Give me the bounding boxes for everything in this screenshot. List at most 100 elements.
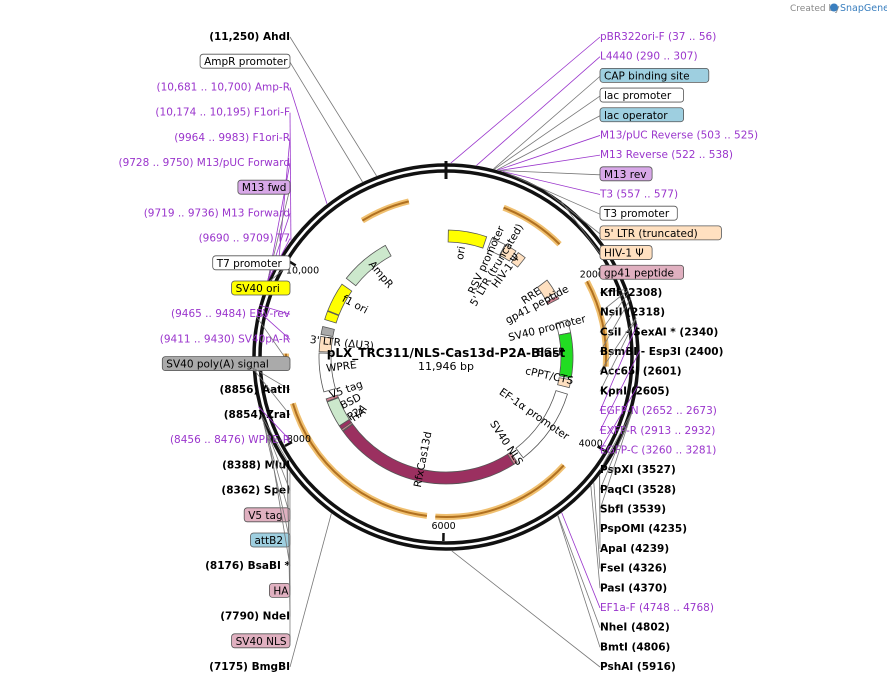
label-box [599,67,710,83]
label-f1ori-r-4: (9964 .. 9983) F1ori-R [174,132,290,144]
label-text: AmpR promoter [204,56,288,68]
tick-label-4000: 4000 [579,438,603,449]
leader-5-ltr-truncated-10 [543,188,601,235]
label-cap-binding-site-2: CAP binding site [599,67,710,83]
label-sbfi-24: SbfI (3539) [600,504,666,516]
label-pbr322ori-f-0: pBR322ori-F (37 .. 56) [600,31,716,43]
leader-exfp-r-20 [599,350,641,431]
label-text: (10,174 .. 10,195) F1ori-F [155,107,290,119]
tick-label-10000: 10,000 [286,266,319,277]
label-text: (8388) MluI [222,459,290,471]
leader-pspxi-22 [599,411,633,471]
label-spei-18: (8362) SpeI [221,485,290,497]
label-text: (8856) AatII [219,384,290,396]
leader-hiv-1-11 [560,200,601,254]
label-sv40-nls-24: SV40 NLS [231,633,291,649]
label-box [212,255,291,271]
leader-egfp-c-21 [599,385,639,451]
label-text: (9719 .. 9736) M13 Forward [144,207,290,219]
leader-nhei-30 [557,515,601,628]
label-box [199,53,291,69]
label-sv40pa-r-12: (9411 .. 9430) SV40pA-R [160,333,290,345]
leader-t3-8 [502,171,601,195]
label-box [231,280,291,296]
label-t3-promoter-9: T3 promoter [599,205,678,221]
feature-sv40-poly-a-signal [320,326,335,337]
label-m13-reverse-6: M13 Reverse (522 .. 538) [600,149,733,161]
label-box [599,87,684,103]
label-egfp-c-21: EGFP-C (3260 .. 3281) [600,444,716,456]
label-paqci-23: PaqCI (3528) [600,484,676,496]
feature-rre [536,279,557,300]
label-text: PspXI (3527) [600,464,676,476]
leader-amp-r-2 [289,87,328,204]
label-m13-puc-reverse-5: M13/pUC Reverse (503 .. 525) [600,129,758,141]
label-text: lac promoter [604,90,672,102]
label-text: (9411 .. 9430) SV40pA-R [160,333,290,345]
label-sv40-ori-10: SV40 ori [231,280,291,296]
orf-line-5 [361,200,410,222]
orf-line-3 [291,403,428,517]
label-zrai-15: (8854) ZraI [224,409,290,421]
label-csii-sexai-15: CsiI - SexAI * (2340) [600,326,718,338]
label-text: KflI (2308) [600,287,662,299]
leader-pbr322ori-f-0 [450,36,601,164]
label-text: EGFP-C (3260 .. 3281) [600,444,716,456]
label-text: CAP binding site [604,70,690,82]
leader-paqci-23 [599,411,633,490]
label-ndei-23: (7790) NdeI [220,611,290,623]
label-text: NheI (4802) [600,622,670,634]
feature-label-wpre: WPRE [325,359,357,375]
feature-cppt-cts [557,377,572,389]
feature-hiv-1-psi [510,251,526,268]
label-text: (7175) BmgBI [209,661,290,673]
label-text: EF1a-F (4748 .. 4768) [600,602,714,614]
feature-ef-1a-promoter [515,390,568,459]
label-text: (11,250) AhdI [209,31,290,43]
label-t3-8: T3 (557 .. 577) [599,189,678,201]
label-11-250-0: (11,250) AhdI [209,31,290,43]
tick-label-2000: 2000 [580,270,604,281]
label-kfli-13: KflI (2308) [600,287,662,299]
label-text: V5 tag [248,510,282,522]
label-text: gp41 peptide [604,267,674,279]
leader-pshai-32 [451,550,601,668]
label-m13-rev-7: M13 rev [599,166,653,182]
feature-ampr [345,244,392,287]
label-m13-puc-forward-5: (9728 .. 9750) M13/pUC Forward [118,157,290,169]
label-text: M13/pUC Reverse (503 .. 525) [600,129,758,141]
leader-bsabi-21 [267,434,291,567]
label-wpre-r-16: (8456 .. 8476) WPRE-R [170,434,290,446]
label-text: ApaI (4239) [600,543,669,555]
feature-f1-ori [327,283,353,316]
label-nhei-30: NheI (4802) [600,622,670,634]
tick-label-6000: 6000 [432,521,456,532]
label-l4440-1: L4440 (290 .. 307) [600,51,698,63]
leader-nsii-14 [599,289,629,313]
label-text: T3 promoter [603,208,670,220]
label-text: 5' LTR (truncated) [604,228,698,240]
label-sv40-poly-a-signal-13: SV40 poly(A) signal [161,356,291,372]
leader-bsmbi-esp3i-16 [599,297,632,353]
label-text: M13 rev [604,169,647,181]
label-t7-8: (9690 .. 9709) T7 [199,233,290,245]
label-text: SV40 NLS [236,636,287,648]
leader-kpni-18 [599,318,637,392]
label-box [599,225,722,241]
label-text: PaqCI (3528) [600,484,676,496]
label-box [599,107,684,123]
leader-t3-promoter-9 [504,171,601,215]
leader-bmti-31 [557,515,601,648]
snapgene-brand: Created by SnapGene [790,3,887,14]
leader-11-250-0 [289,36,377,177]
leader-m13-reverse-6 [499,154,601,171]
leader-csii-sexai-15 [599,292,630,333]
leader-lac-promoter-3 [494,95,601,170]
feature-rfxcas13d [342,423,515,485]
leader-apai-26 [599,475,601,549]
label-box [599,166,653,182]
tick-8000 [284,441,293,448]
leader-f1ori-r-4 [278,137,291,259]
label-ebv-rev-11: (9465 .. 9484) EBV-rev [171,308,290,320]
